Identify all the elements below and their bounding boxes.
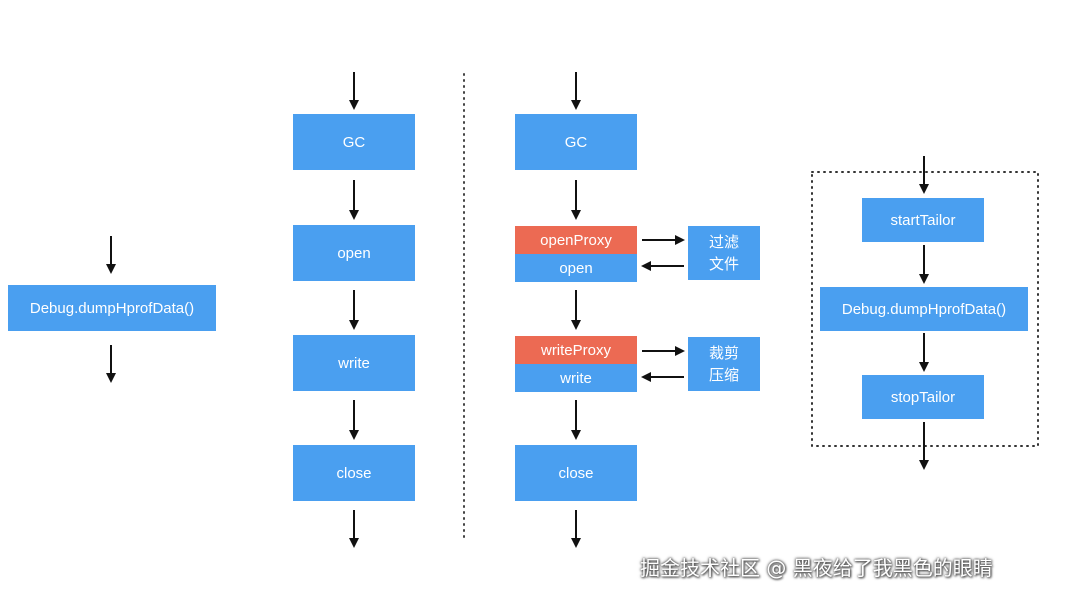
col1-dump-box: Debug.dumpHprofData() [8,285,216,331]
crop-line2: 压缩 [708,366,739,384]
col4-dump-label: Debug.dumpHprofData() [841,300,1007,318]
col2-open-box: open [293,225,415,281]
col2-open-label: open [337,244,371,262]
col3-close-box: close [515,445,637,501]
write-label: write [560,369,592,387]
col4-dump-box: Debug.dumpHprofData() [820,287,1028,331]
write-box: write [515,364,637,392]
col3-open-proxy-group: openProxy open [515,226,637,282]
col2-gc-label: GC [342,133,366,151]
col2-close-box: close [293,445,415,501]
start-tailor-box: startTailor [862,198,984,242]
col2-gc-box: GC [293,114,415,170]
filter-line2: 文件 [708,255,739,273]
crop-line1: 裁剪 [708,344,739,362]
stop-tailor-label: stopTailor [890,388,956,406]
open-proxy-label: openProxy [540,231,612,249]
filter-files-box: 过滤 文件 [688,226,760,280]
open-box: open [515,254,637,282]
stop-tailor-box: stopTailor [862,375,984,419]
crop-compress-box: 裁剪 压缩 [688,337,760,391]
write-proxy-box: writeProxy [515,336,637,364]
col3-write-proxy-group: writeProxy write [515,336,637,392]
filter-line1: 过滤 [708,233,739,251]
col2-write-box: write [293,335,415,391]
col2-write-label: write [338,354,370,372]
col2-close-label: close [336,464,372,482]
col3-close-label: close [558,464,594,482]
watermark: 掘金技术社区 @ 黑夜给了我黑色的眼睛 [640,556,993,580]
col3-gc-box: GC [515,114,637,170]
col1-dump-label: Debug.dumpHprofData() [29,299,195,317]
col3-gc-label: GC [564,133,588,151]
open-proxy-box: openProxy [515,226,637,254]
open-label: open [559,259,593,277]
start-tailor-label: startTailor [890,211,956,229]
write-proxy-label: writeProxy [540,341,611,359]
